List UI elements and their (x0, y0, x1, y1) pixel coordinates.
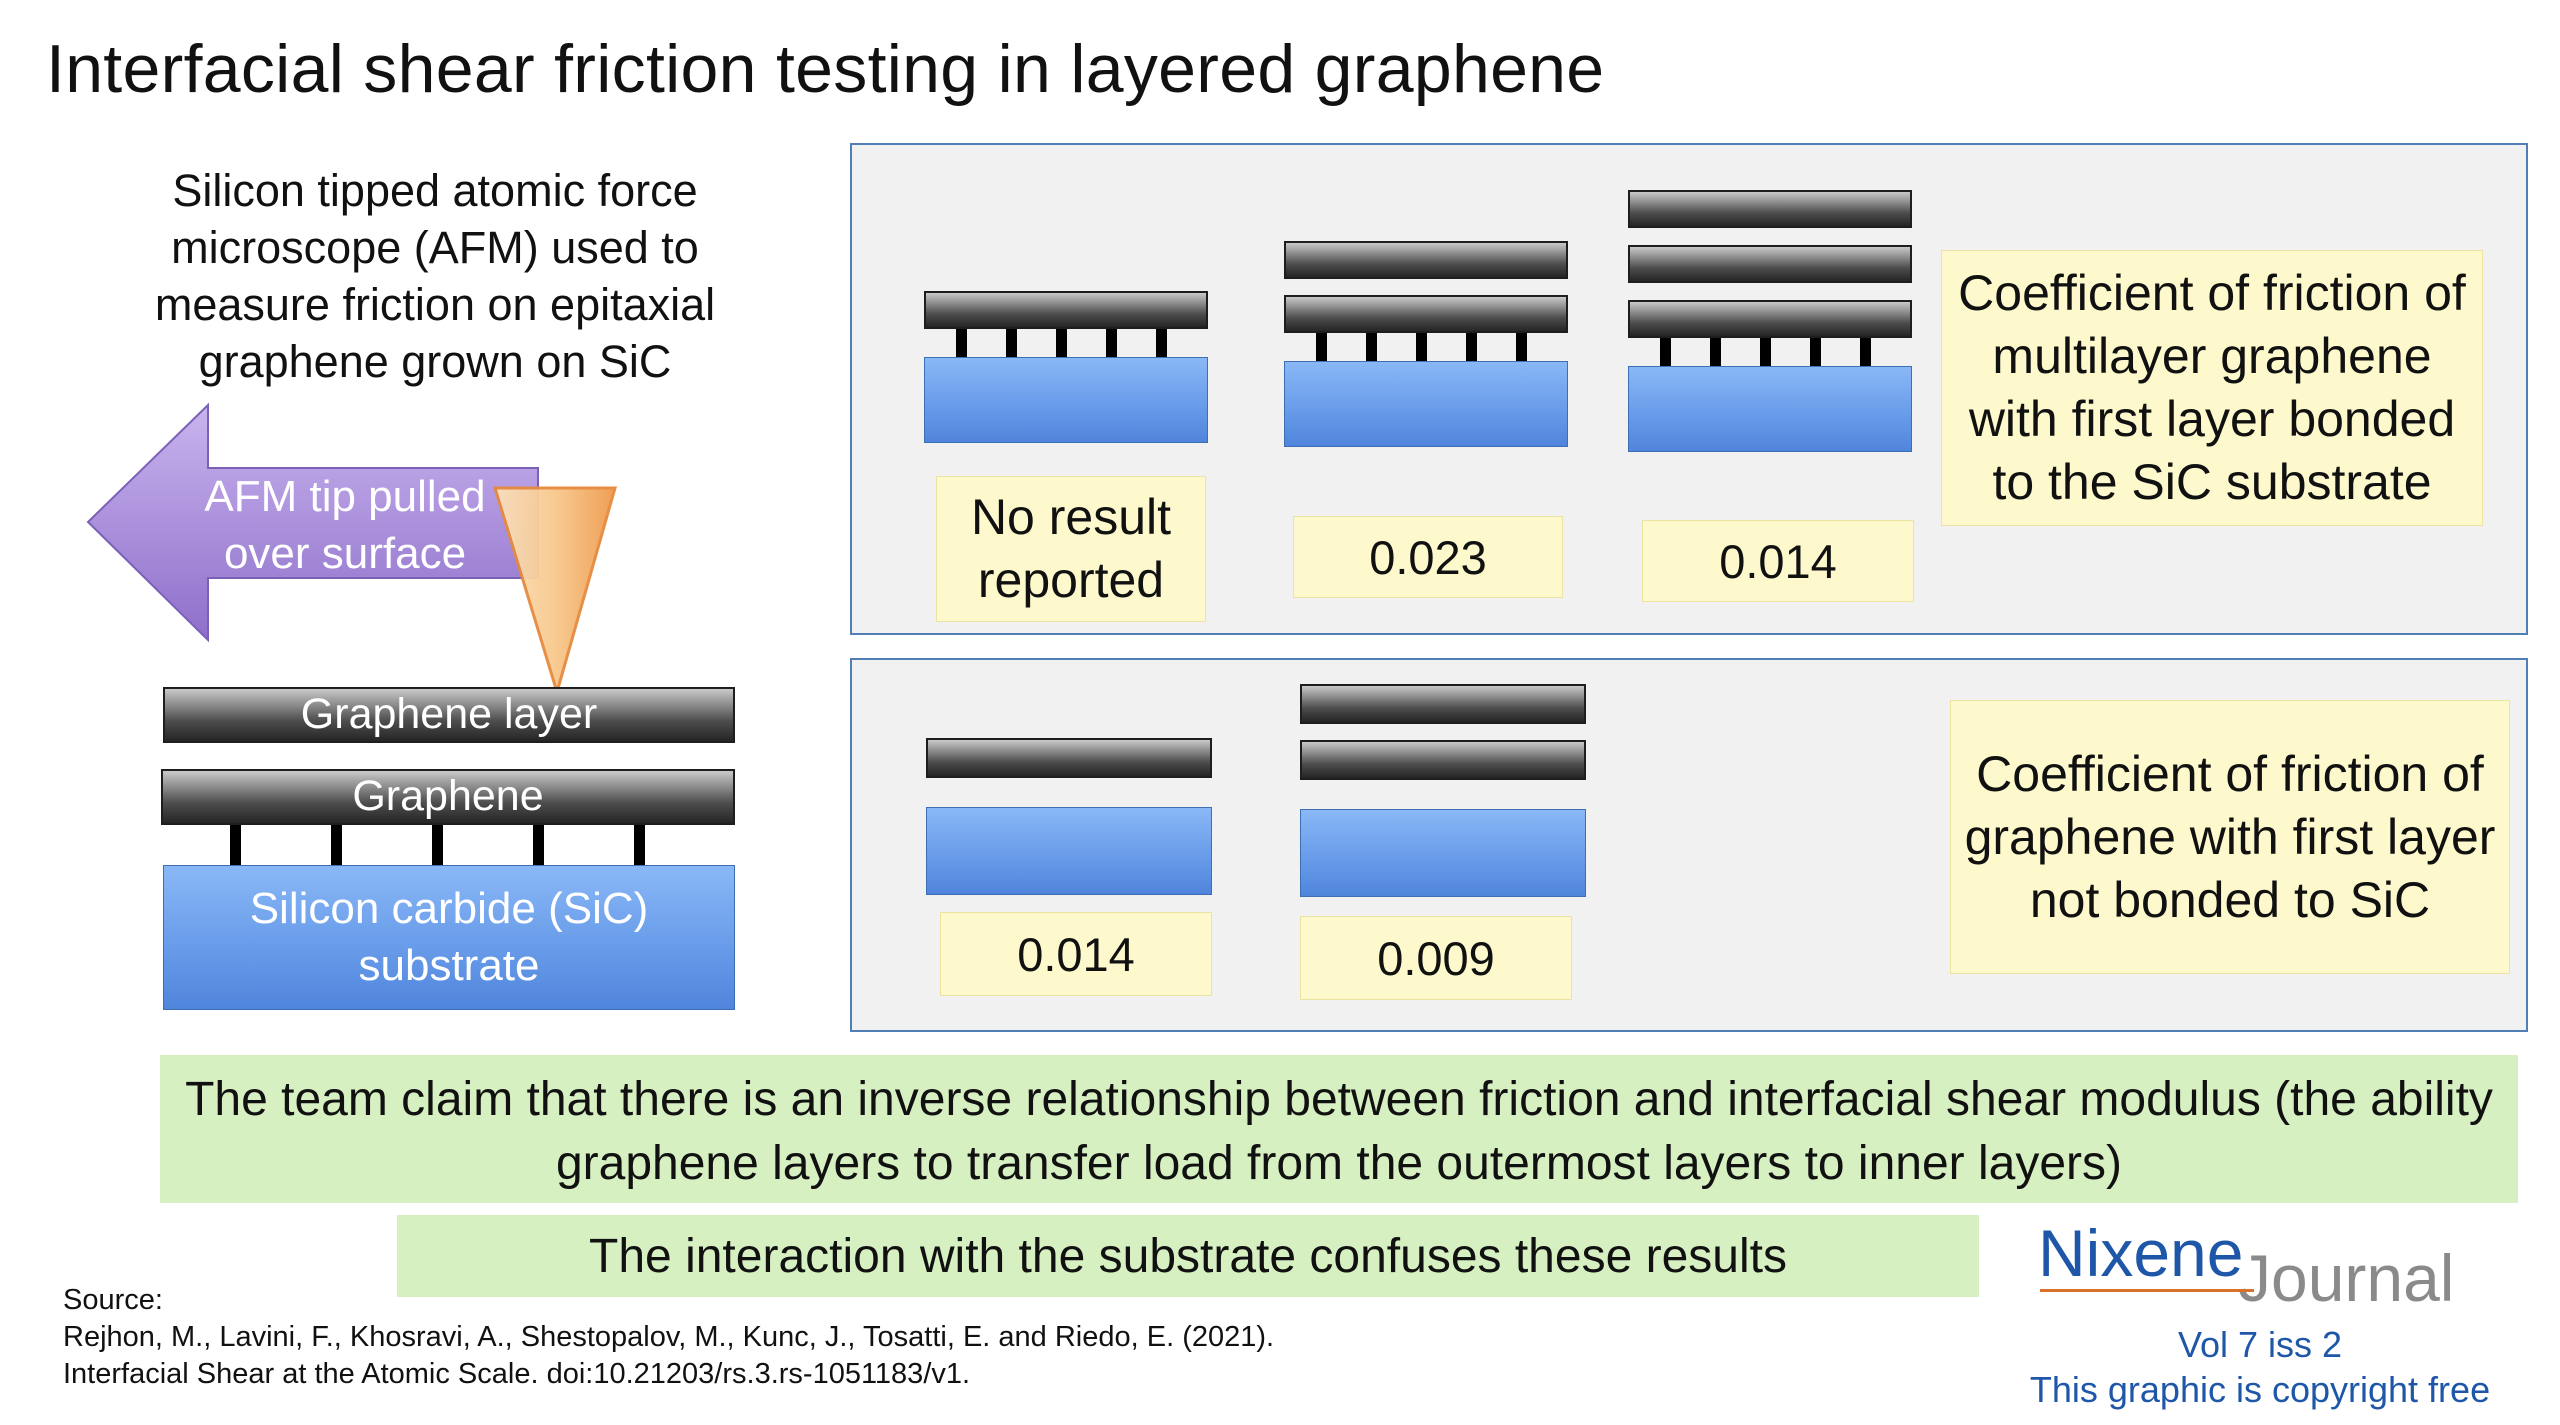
claim-text: The team claim that there is an inverse … (185, 1073, 2493, 1190)
value-text: 0.014 (1017, 927, 1135, 981)
graphene-layer (924, 291, 1208, 329)
bond-post (1416, 333, 1427, 361)
page-title: Interfacial shear friction testing in la… (46, 31, 1605, 107)
bond-post (533, 825, 544, 865)
bond-post (956, 329, 967, 357)
graphene-bonded-layer-label: Graphene (352, 772, 544, 820)
afm-arrow-label: AFM tip pulled over surface (204, 472, 486, 578)
sic-substrate (163, 865, 735, 1010)
bond-post (1156, 329, 1167, 357)
graphene-top-layer (163, 687, 735, 743)
copyright-text: This graphic is copyright free (2029, 1369, 2491, 1410)
graphene-layer (1284, 295, 1568, 333)
logo-journal: Journal (2238, 1241, 2455, 1315)
bonded-panel-label-text: Coefficient of friction of multilayer gr… (1958, 265, 2466, 510)
claim-box: The team claim that there is an inverse … (160, 1055, 2518, 1203)
bond-post (432, 825, 443, 865)
graphene-layer (1284, 241, 1568, 279)
volume-info: Vol 7 iss 2 This graphic is copyright fr… (2020, 1322, 2500, 1412)
graphene-layer (1628, 300, 1912, 338)
bond-post (1860, 338, 1871, 366)
sic-substrate (924, 357, 1208, 443)
source-line: Rejhon, M., Lavini, F., Khosravi, A., Sh… (63, 1321, 1275, 1353)
note-text: The interaction with the substrate confu… (589, 1229, 1787, 1283)
graphene-layer (1628, 190, 1912, 228)
bond-post (1106, 329, 1117, 357)
value-text: 0.023 (1369, 530, 1487, 584)
bond-post (1710, 338, 1721, 366)
bonded-panel-label: Coefficient of friction of multilayer gr… (1941, 250, 2483, 526)
value-text: 0.014 (1719, 534, 1837, 588)
value-box: No result reported (936, 476, 1206, 622)
logo-nixene: Nixene (2038, 1216, 2244, 1290)
bond-post (1660, 338, 1671, 366)
value-text: No result reported (970, 489, 1172, 608)
intro-text: Silicon tipped atomic force microscope (… (154, 165, 716, 387)
bond-post (1760, 338, 1771, 366)
source-heading: Source: (63, 1284, 163, 1316)
graphene-bonded-layer (161, 769, 735, 825)
afm-diagram (86, 402, 617, 698)
graphene-layer (1300, 740, 1586, 780)
unbonded-panel-label: Coefficient of friction of graphene with… (1950, 700, 2510, 974)
sic-substrate (1300, 809, 1586, 897)
logo-underline (2040, 1289, 2254, 1292)
afm-tip-icon (492, 486, 617, 698)
unbonded-panel-label-text: Coefficient of friction of graphene with… (1964, 745, 2496, 928)
sic-substrate-label: Silicon carbide (SiC) substrate (249, 884, 649, 990)
volume-text: Vol 7 iss 2 (2177, 1324, 2343, 1365)
graphene-layer (1628, 245, 1912, 283)
value-box: 0.009 (1300, 916, 1572, 1000)
value-box: 0.014 (940, 912, 1212, 996)
sic-substrate (926, 807, 1212, 895)
value-box: 0.014 (1642, 520, 1914, 602)
graphene-layer (926, 738, 1212, 778)
sic-substrate (1628, 366, 1912, 452)
bond-post (1366, 333, 1377, 361)
bond-post (634, 825, 645, 865)
note-box: The interaction with the substrate confu… (397, 1215, 1979, 1297)
source-line: Interfacial Shear at the Atomic Scale. d… (63, 1358, 971, 1390)
bond-post (1810, 338, 1821, 366)
bond-post (1056, 329, 1067, 357)
value-box: 0.023 (1293, 516, 1563, 598)
bond-post (1006, 329, 1017, 357)
bond-post (1516, 333, 1527, 361)
sic-substrate (1284, 361, 1568, 447)
source-citation: Source: Rejhon, M., Lavini, F., Khosravi… (63, 1282, 1274, 1393)
bond-post (1316, 333, 1327, 361)
graphene-top-layer-label: Graphene layer (300, 690, 598, 738)
bond-post (331, 825, 342, 865)
bond-post (230, 825, 241, 865)
graphene-layer (1300, 684, 1586, 724)
value-text: 0.009 (1377, 931, 1495, 985)
bond-post (1466, 333, 1477, 361)
